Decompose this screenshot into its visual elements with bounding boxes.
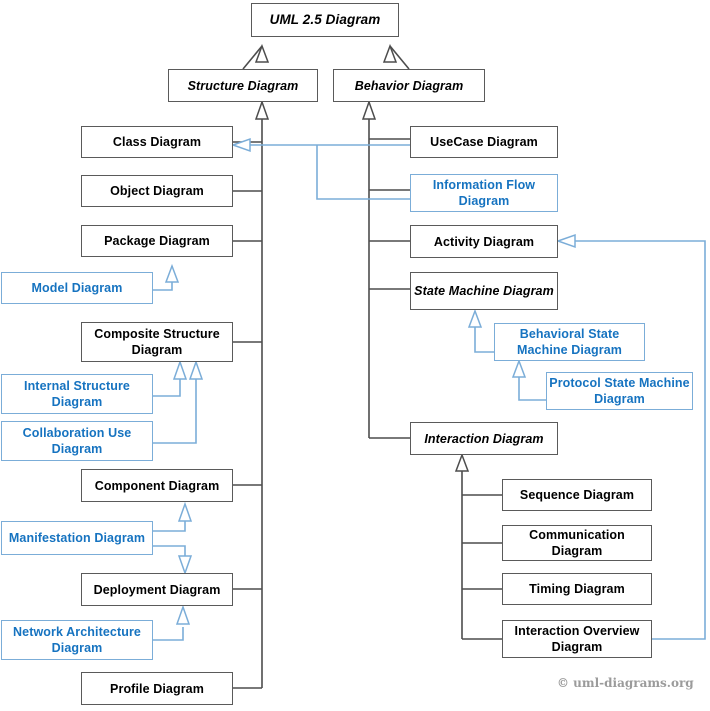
node-profile-diagram[interactable]: Profile Diagram: [81, 672, 233, 705]
node-collaboration-use-diagram[interactable]: Collaboration Use Diagram: [1, 421, 153, 461]
node-deployment-diagram[interactable]: Deployment Diagram: [81, 573, 233, 606]
node-interaction-overview-diagram[interactable]: Interaction Overview Diagram: [502, 620, 652, 658]
node-communication-diagram[interactable]: Communication Diagram: [502, 525, 652, 561]
node-label: Manifestation Diagram: [8, 531, 146, 545]
node-object-diagram[interactable]: Object Diagram: [81, 175, 233, 207]
arrowhead-protocolsm-behavioralsm: [511, 358, 527, 378]
node-class-diagram[interactable]: Class Diagram: [81, 126, 233, 158]
edge-behavioralsm-statemachine: [474, 327, 494, 353]
node-behavioral-state-machine-diagram[interactable]: Behavioral State Machine Diagram: [494, 323, 645, 361]
node-label: Profile Diagram: [110, 681, 204, 696]
node-label: Protocol State Machine Diagram: [549, 376, 690, 406]
edge-internal-composite: [153, 379, 181, 397]
node-manifestation-diagram[interactable]: Manifestation Diagram: [1, 521, 153, 555]
node-label: Model Diagram: [31, 281, 123, 295]
node-activity-diagram[interactable]: Activity Diagram: [410, 225, 558, 258]
node-uml-2-5-diagram[interactable]: UML 2.5 Diagram: [251, 3, 399, 37]
node-information-flow-diagram[interactable]: Information Flow Diagram: [410, 174, 558, 212]
arrowhead-manifestation-component: [177, 501, 193, 522]
node-sequence-diagram[interactable]: Sequence Diagram: [502, 479, 652, 511]
node-label: Sequence Diagram: [519, 488, 635, 502]
node-model-diagram[interactable]: Model Diagram: [1, 272, 153, 304]
node-label: Behavior Diagram: [354, 78, 464, 93]
edge-manifestation-component: [153, 510, 186, 532]
node-usecase-diagram[interactable]: UseCase Diagram: [410, 126, 558, 158]
node-timing-diagram[interactable]: Timing Diagram: [502, 573, 652, 605]
node-label: Collaboration Use Diagram: [22, 426, 132, 456]
edge-infoflow-class: [316, 145, 410, 200]
node-label: Information Flow Diagram: [432, 178, 536, 208]
edge-deployment-manifestation: [153, 545, 186, 559]
node-label: Timing Diagram: [529, 582, 625, 596]
node-behavior-diagram[interactable]: Behavior Diagram: [333, 69, 485, 102]
node-label: Structure Diagram: [187, 78, 299, 93]
node-network-architecture-diagram[interactable]: Network Architecture Diagram: [1, 620, 153, 660]
node-internal-structure-diagram[interactable]: Internal Structure Diagram: [1, 374, 153, 414]
node-label: Object Diagram: [110, 184, 204, 198]
node-label: Communication Diagram: [529, 528, 625, 558]
node-package-diagram[interactable]: Package Diagram: [81, 225, 233, 257]
node-label: Composite Structure Diagram: [94, 327, 220, 357]
node-interaction-diagram[interactable]: Interaction Diagram: [410, 422, 558, 455]
node-label: Behavioral State Machine Diagram: [516, 327, 622, 357]
node-label: Component Diagram: [94, 478, 220, 493]
arrowhead-usecase-class: [230, 137, 251, 153]
arrowhead-behavior-children: [361, 99, 377, 120]
node-label: Package Diagram: [104, 234, 210, 248]
black-generalization-arrowheads: [254, 43, 470, 472]
arrowhead-network-deployment: [175, 604, 191, 625]
node-structure-diagram[interactable]: Structure Diagram: [168, 69, 318, 102]
arrowhead-structure-children: [254, 99, 270, 120]
arrowhead-behavior-uml: [382, 43, 398, 63]
node-protocol-state-machine-diagram[interactable]: Protocol State Machine Diagram: [546, 372, 693, 410]
node-state-machine-diagram[interactable]: State Machine Diagram: [410, 272, 558, 310]
node-composite-structure-diagram[interactable]: Composite Structure Diagram: [81, 322, 233, 362]
arrowhead-deployment-manifestation: [177, 555, 193, 576]
arrowhead-collaborationuse-composite: [188, 359, 204, 380]
arrowhead-interaction-children: [454, 452, 470, 472]
node-label: Deployment Diagram: [93, 582, 221, 597]
edge-structure-uml: [242, 45, 263, 70]
node-component-diagram[interactable]: Component Diagram: [81, 469, 233, 502]
arrowhead-interactionoverview-activity: [555, 233, 576, 249]
arrowhead-model-package: [164, 263, 180, 283]
arrowhead-behavioralsm-statemachine: [467, 308, 483, 328]
node-label: UML 2.5 Diagram: [269, 12, 381, 27]
node-label: State Machine Diagram: [414, 284, 554, 298]
edge-collaborationuse-composite: [153, 379, 197, 444]
node-label: Activity Diagram: [433, 234, 535, 249]
arrowhead-structure-uml: [254, 43, 270, 63]
edge-protocolsm-behavioralsm: [518, 377, 546, 401]
node-label: Network Architecture Diagram: [13, 625, 141, 655]
copyright-notice: © uml-diagrams.org: [557, 676, 694, 690]
node-label: Interaction Overview Diagram: [514, 624, 640, 654]
arrowhead-internal-composite: [172, 359, 188, 380]
node-label: UseCase Diagram: [430, 135, 538, 149]
edge-network-deployment: [153, 627, 184, 641]
node-label: Interaction Diagram: [424, 431, 544, 446]
edge-model-package: [153, 266, 173, 291]
node-label: Internal Structure Diagram: [24, 379, 130, 409]
node-label: Class Diagram: [112, 135, 202, 149]
edge-behavior-uml: [389, 45, 410, 70]
